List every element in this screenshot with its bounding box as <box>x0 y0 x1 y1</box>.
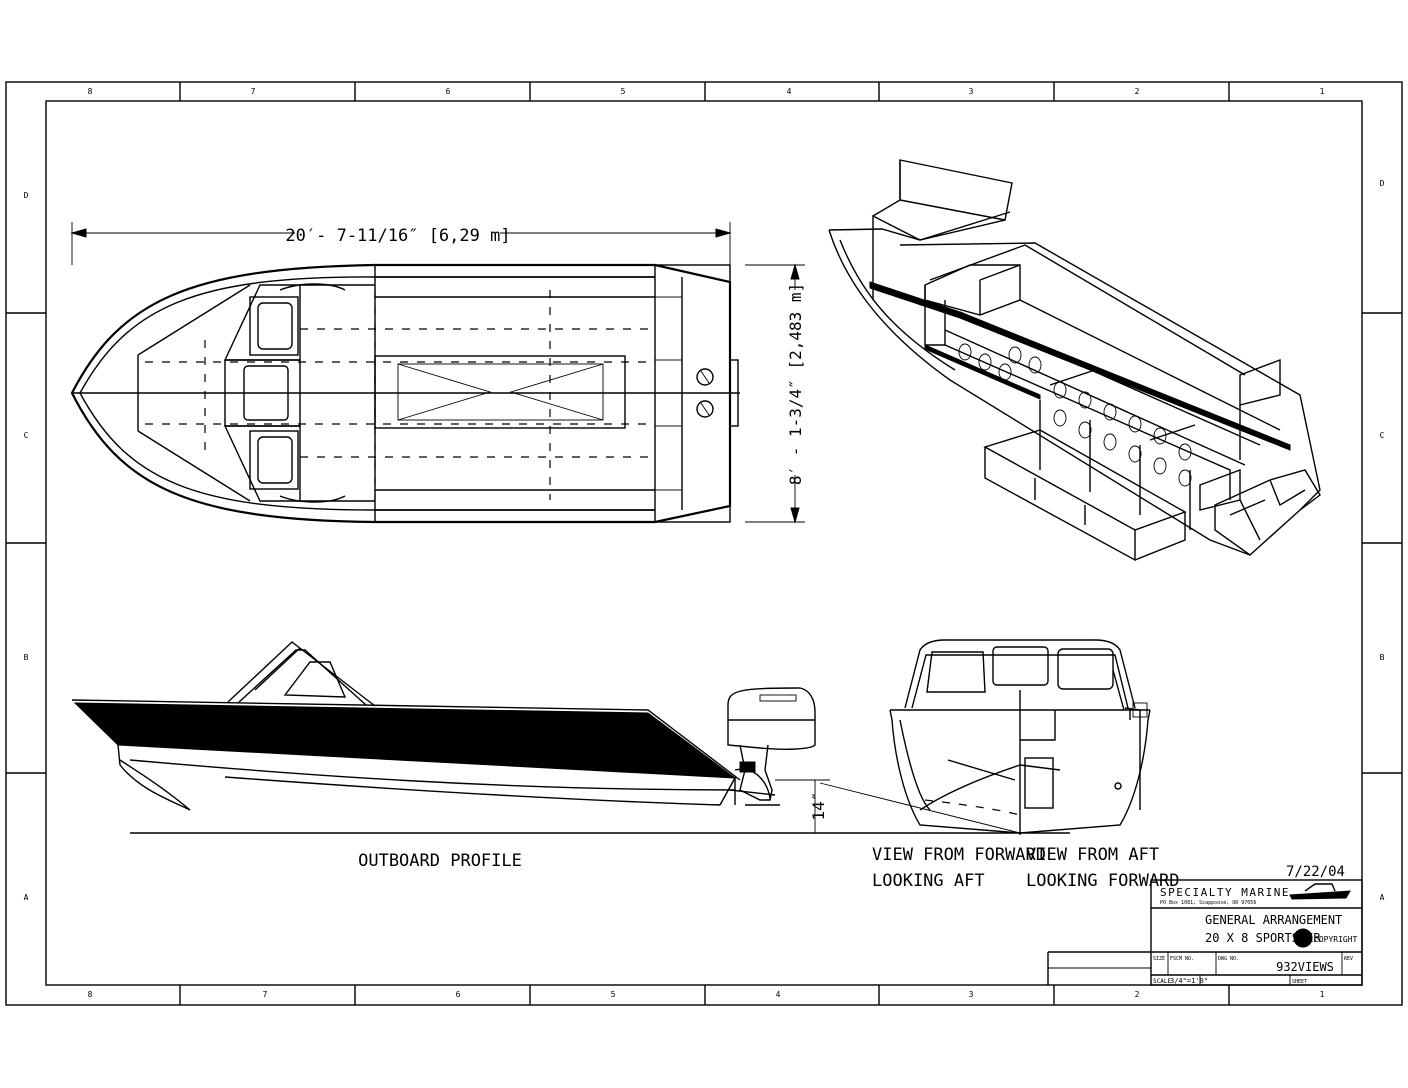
dwg-no-label: DWG NO. <box>1218 956 1239 962</box>
zone-row-b-right: B <box>1380 653 1385 662</box>
view-aft-label-1: VIEW FROM AFT <box>1026 845 1159 865</box>
zone-row-b: B <box>24 653 29 662</box>
zone-col-1: 1 <box>1320 87 1325 96</box>
zone-labels-left: D C B A <box>24 191 29 902</box>
view-forward-label-1: VIEW FROM FORWARD <box>872 845 1046 865</box>
fscm-label: FSCM NO. <box>1170 956 1194 962</box>
zone-col-2-bottom: 2 <box>1135 990 1140 999</box>
drawing-number: 932VIEWS <box>1276 960 1334 974</box>
zone-col-7: 7 <box>251 87 256 96</box>
zone-col-8-bottom: 8 <box>88 990 93 999</box>
rev-label: REV <box>1344 956 1353 962</box>
outboard-profile-view: 14″ <box>71 641 1070 834</box>
zone-col-4: 4 <box>787 87 792 96</box>
outboard-profile-label: OUTBOARD PROFILE <box>358 851 522 871</box>
zone-col-4-bottom: 4 <box>776 990 781 999</box>
zone-row-a-right: A <box>1380 893 1385 902</box>
zone-col-5-bottom: 5 <box>611 990 616 999</box>
company-boat-logo-icon <box>1289 883 1351 900</box>
sheet-label: SHEET <box>1292 979 1307 985</box>
zone-row-a: A <box>24 893 29 902</box>
company-address: PO Box 1081, Scappoose, OR 97056 <box>1160 900 1256 906</box>
zone-col-6-bottom: 6 <box>456 990 461 999</box>
zone-labels-bottom: 8 7 6 5 4 3 2 1 <box>88 990 1325 999</box>
zone-col-2: 2 <box>1135 87 1140 96</box>
size-label: SIZE <box>1153 956 1165 962</box>
border-frame <box>5 81 1403 1006</box>
zone-col-6: 6 <box>446 87 451 96</box>
zone-labels-right: D C B A <box>1380 179 1385 902</box>
copyright-seal-icon <box>1293 928 1313 948</box>
body-view <box>889 639 1151 835</box>
scale-value: 3/4"=1'0" <box>1170 977 1208 985</box>
zone-col-3: 3 <box>969 87 974 96</box>
zone-row-c-right: C <box>1380 431 1385 440</box>
isometric-structure-view <box>828 159 1321 562</box>
zone-col-1-bottom: 1 <box>1320 990 1325 999</box>
zone-labels-top: 8 7 6 5 4 3 2 1 <box>88 87 1325 96</box>
view-forward-label-2: LOOKING AFT <box>872 871 985 891</box>
company-name: SPECIALTY MARINE <box>1160 886 1290 899</box>
copyright-label: COPYRIGHT <box>1314 935 1358 944</box>
zone-row-d-right: D <box>1380 179 1385 188</box>
drawing-title-line-1: GENERAL ARRANGEMENT <box>1205 913 1342 927</box>
zone-row-d: D <box>24 191 29 200</box>
plan-view <box>70 263 740 524</box>
title-block: 7/22/04 SPECIALTY MARINE PO Box 1081, Sc… <box>1047 864 1363 986</box>
overall-beam-dimension: 8′ - 1-3/4″ [2,483 m] <box>786 283 805 485</box>
view-aft-label-2: LOOKING FORWARD <box>1026 871 1180 891</box>
zone-row-c: C <box>24 431 29 440</box>
plan-dimensions: 20′- 7-11/16″ [6,29 m] 8′ - 1-3/4″ [2,48… <box>70 222 805 524</box>
drawing-date: 7/22/04 <box>1286 864 1345 880</box>
zone-col-5: 5 <box>621 87 626 96</box>
drawing-title-line-2: 20 X 8 SPORTSTER <box>1205 931 1321 945</box>
zone-col-3-bottom: 3 <box>969 990 974 999</box>
body-view-labels: VIEW FROM FORWARD LOOKING AFT VIEW FROM … <box>872 845 1180 891</box>
overall-length-dimension: 20′- 7-11/16″ [6,29 m] <box>285 226 510 246</box>
zone-col-8: 8 <box>88 87 93 96</box>
scale-label: SCALE <box>1153 978 1171 985</box>
transom-height-dimension: 14″ <box>809 792 828 821</box>
zone-col-7-bottom: 7 <box>263 990 268 999</box>
